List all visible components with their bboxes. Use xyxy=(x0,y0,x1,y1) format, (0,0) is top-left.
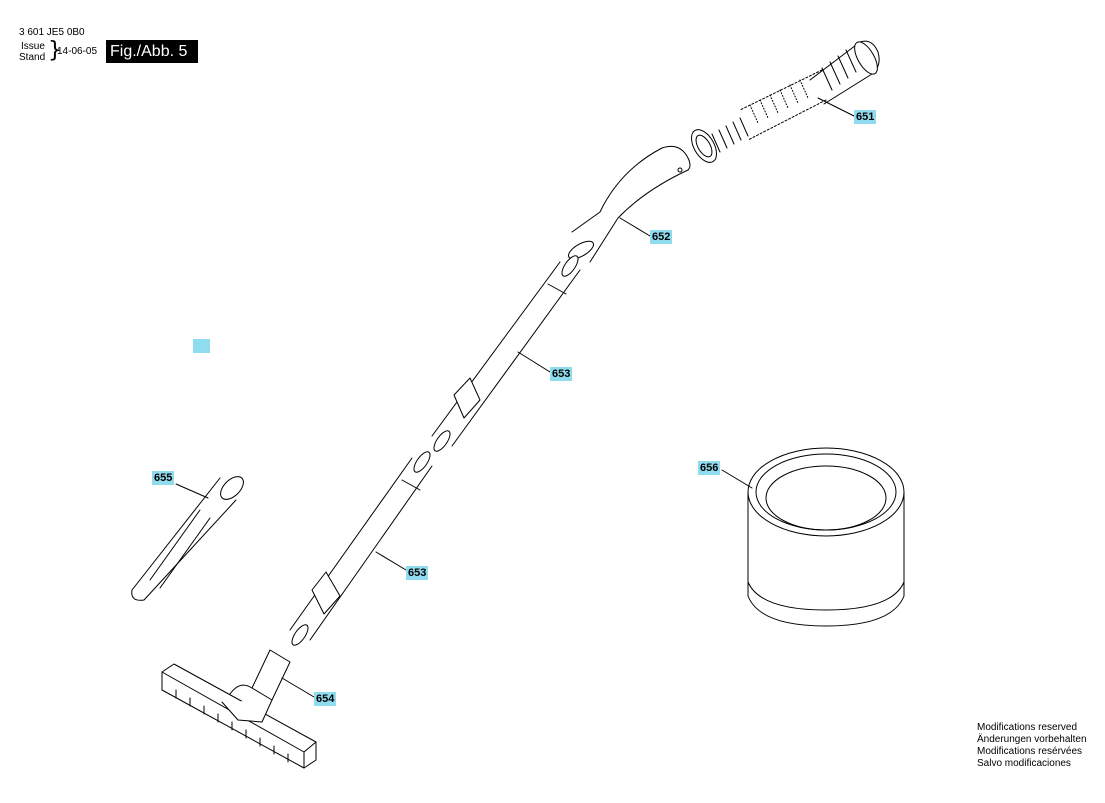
callout-652: 652 xyxy=(650,230,673,244)
stand-label: Stand xyxy=(19,52,46,63)
callout-655: 655 xyxy=(152,471,175,485)
issue-date: 14-06-05 xyxy=(57,46,98,57)
floor-nozzle-part xyxy=(161,649,317,769)
filter-cartridge-part xyxy=(747,447,905,627)
leader-651 xyxy=(817,97,855,117)
callout-653-upper: 653 xyxy=(550,367,573,381)
extension-tube-upper-part xyxy=(431,255,581,452)
leader-654 xyxy=(281,677,315,698)
note-line: Modifications reserved xyxy=(977,722,1078,733)
hose-connector-part xyxy=(691,40,880,163)
curved-handle-part xyxy=(568,145,691,263)
callout-651: 651 xyxy=(854,110,877,124)
callout-654: 654 xyxy=(314,692,337,706)
note-line: Modifications resérvées xyxy=(977,746,1083,757)
callout-653-lower: 653 xyxy=(406,566,429,580)
leader-653-lower xyxy=(375,551,407,571)
crevice-nozzle-part xyxy=(131,476,244,601)
figure-label: Fig./Abb. 5 xyxy=(106,40,198,63)
brace-symbol: } xyxy=(48,38,62,63)
leader-656 xyxy=(721,469,753,489)
extension-tube-lower-part xyxy=(289,451,433,646)
modification-notes: Modifications reserved Änderungen vorbeh… xyxy=(977,722,1087,770)
leader-652 xyxy=(619,217,651,237)
leader-655 xyxy=(175,483,209,499)
document-number: 3 601 JE5 0B0 xyxy=(19,27,85,38)
callout-656: 656 xyxy=(698,461,721,475)
callout-blank xyxy=(193,339,210,353)
issue-label: Issue xyxy=(21,41,45,52)
note-line: Salvo modificaciones xyxy=(977,758,1071,769)
note-line: Änderungen vorbehalten xyxy=(977,734,1087,745)
leader-653-upper xyxy=(517,351,551,373)
